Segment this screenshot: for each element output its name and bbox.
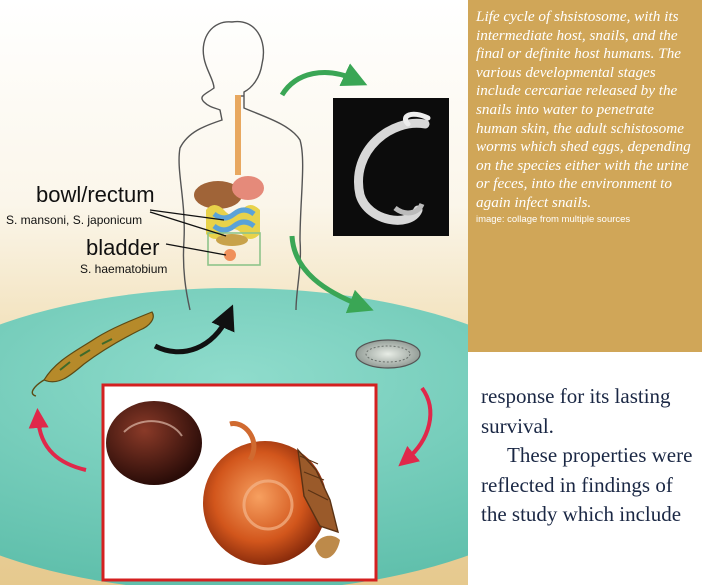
label-bowl-rectum: bowl/rectum (36, 182, 155, 208)
article-body: response for its lasting survival. These… (481, 382, 702, 530)
life-cycle-figure: bowl/rectum S. mansoni, S. japonicum bla… (0, 0, 468, 585)
article-paragraph-1: response for its lasting survival. (481, 382, 702, 441)
label-bowl-species: S. mansoni, S. japonicum (6, 213, 142, 227)
green-arrow-top (282, 73, 356, 95)
snail-photo-frame (103, 385, 376, 580)
life-cycle-illustration (0, 0, 468, 585)
adult-worm-micrograph (333, 98, 449, 236)
figure-caption: Life cycle of shsistosome, with its inte… (468, 0, 702, 352)
schistosome-egg (356, 340, 420, 368)
article-paragraph-2: These properties were reflected in findi… (481, 441, 702, 530)
label-bladder: bladder (86, 235, 159, 261)
caption-credit: image: collage from multiple sources (476, 214, 696, 225)
label-bladder-species: S. haematobium (80, 262, 167, 276)
caption-text: Life cycle of shsistosome, with its inte… (476, 8, 696, 213)
